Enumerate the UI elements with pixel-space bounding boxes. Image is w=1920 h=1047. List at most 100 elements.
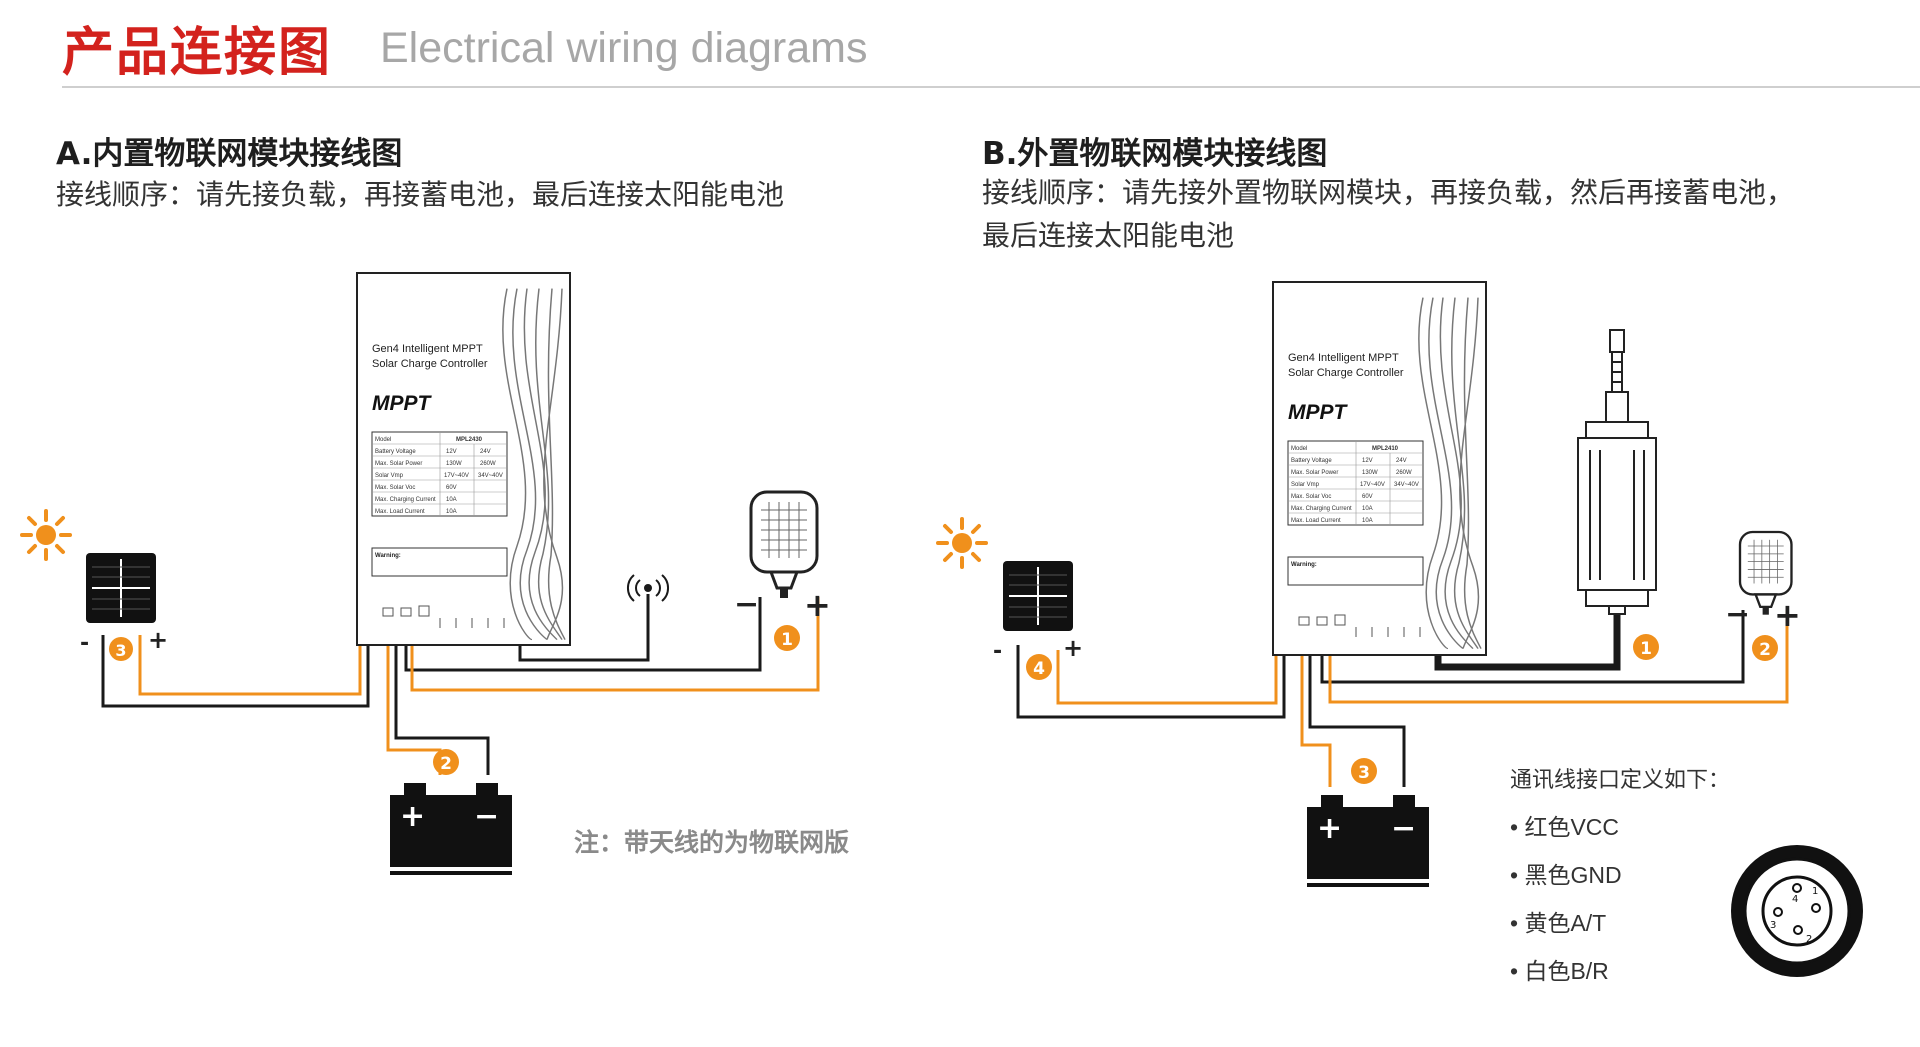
page-subtitle: Electrical wiring diagrams xyxy=(380,24,868,72)
spec-value: 10A xyxy=(446,497,457,503)
comm-interface-title: 通讯线接口定义如下： xyxy=(1510,768,1731,793)
section-b-wires xyxy=(1016,610,1789,787)
comm-item-at: • 黄色A/T xyxy=(1510,910,1607,936)
sun-icon xyxy=(20,509,72,561)
svg-text:3: 3 xyxy=(115,641,126,660)
spec-label: Max. Load Current xyxy=(375,509,425,515)
svg-text:1: 1 xyxy=(781,630,793,650)
panel-plus-label: + xyxy=(148,626,168,654)
step-badge: 4 xyxy=(1026,654,1052,680)
iot-version-note: 注：带天线的为物联网版 xyxy=(574,828,850,857)
load-minus-label: − xyxy=(1725,597,1750,632)
spec-value: 10A xyxy=(1362,506,1373,512)
spec-value: 60V xyxy=(446,485,457,491)
controller-a-port-icons xyxy=(382,605,505,628)
spec-value: 34V~40V xyxy=(1394,482,1419,488)
spec-label: Battery Voltage xyxy=(1291,458,1332,464)
battery-plus-label: + xyxy=(400,799,425,834)
section-b-title: B.外置物联网模块接线图 xyxy=(982,136,1328,172)
svg-text:1: 1 xyxy=(1640,639,1652,659)
page-title: 产品连接图 xyxy=(62,23,333,83)
spec-label: Battery Voltage xyxy=(375,449,416,455)
load-minus-label: − xyxy=(734,587,759,622)
spec-value: 17V~40V xyxy=(1360,482,1385,488)
section-b-description-line1: 接线顺序：请先接外置物联网模块，再接负载，然后再接蓄电池， xyxy=(982,176,1795,209)
spec-model: MPL2430 xyxy=(456,437,483,443)
controller-b-line1: Gen4 Intelligent MPPT xyxy=(1288,352,1399,364)
spec-value: 17V~40V xyxy=(444,473,469,479)
svg-text:4: 4 xyxy=(1033,659,1045,679)
spec-model: MPL2410 xyxy=(1372,446,1399,452)
svg-text:2: 2 xyxy=(1759,640,1771,660)
connector-pin-label: 2 xyxy=(1806,934,1812,945)
controller-a-warning-box xyxy=(371,547,508,577)
iot-module-icon xyxy=(1577,329,1657,615)
svg-text:3: 3 xyxy=(1358,763,1370,783)
controller-a: Gen4 Intelligent MPPT Solar Charge Contr… xyxy=(356,272,571,646)
load-plus-label: + xyxy=(804,586,831,624)
comm-item-vcc: • 红色VCC xyxy=(1510,814,1620,840)
section-b-description: 接线顺序：请先接外置物联网模块，再接负载，然后再接蓄电池， 最后连接太阳能电池 xyxy=(982,171,1794,257)
controller-b-line2: Solar Charge Controller xyxy=(1288,367,1404,379)
controller-b-spec-table: Model Battery Voltage Max. Solar Power S… xyxy=(1287,440,1424,526)
step-badge: 1 xyxy=(774,625,800,651)
comm-item-br: • 白色B/R xyxy=(1510,958,1609,984)
connector-pin-label: 1 xyxy=(1812,886,1818,897)
spec-value: 260W xyxy=(1396,470,1412,476)
controller-b: Gen4 Intelligent MPPT Solar Charge Contr… xyxy=(1272,281,1487,656)
step-badge: 3 xyxy=(109,637,133,661)
step-badge: 2 xyxy=(1752,635,1778,661)
controller-a-line2: Solar Charge Controller xyxy=(372,358,488,370)
spec-value: 130W xyxy=(446,461,462,467)
header-divider xyxy=(62,86,1920,88)
battery-minus-label: − xyxy=(474,799,499,834)
connector-pin-label: 3 xyxy=(1770,920,1776,931)
section-b-diagram: - + Gen4 Intelligent MPPT Solar Charge C… xyxy=(936,281,1863,977)
section-a-title: A.内置物联网模块接线图 xyxy=(56,136,403,172)
spec-value: 24V xyxy=(480,449,491,455)
section-a-diagram: - + Gen4 Intelligent MPPT Solar Charge C… xyxy=(20,272,831,875)
spec-value: 24V xyxy=(1396,458,1407,464)
spec-label: Max. Solar Voc xyxy=(375,485,415,491)
section-b-description-line2: 最后连接太阳能电池 xyxy=(982,219,1235,252)
spec-label: Solar Vmp xyxy=(375,473,404,479)
step-badge: 3 xyxy=(1351,758,1377,784)
step-badge: 2 xyxy=(433,749,459,775)
spec-value: 12V xyxy=(446,449,457,455)
spec-label: Max. Solar Power xyxy=(375,461,422,467)
panel-minus-label: - xyxy=(993,639,1002,664)
battery-plus-label: + xyxy=(1317,811,1342,846)
spec-label: Model xyxy=(375,437,391,443)
solar-panel-icon xyxy=(85,552,157,624)
load-plus-label: + xyxy=(1774,596,1801,634)
spec-label: Model xyxy=(1291,446,1307,452)
spec-label: Max. Charging Current xyxy=(375,497,436,503)
controller-b-warning-box xyxy=(1287,556,1424,586)
step-badge: 1 xyxy=(1633,634,1659,660)
controller-a-line1: Gen4 Intelligent MPPT xyxy=(372,343,483,355)
spec-value: 260W xyxy=(480,461,496,467)
controller-b-warning: Warning: xyxy=(1291,562,1317,568)
controller-a-spec-table: Model Battery Voltage Max. Solar Power S… xyxy=(371,431,508,517)
battery-minus-label: − xyxy=(1391,811,1416,846)
section-a-description: 接线顺序：请先接负载，再接蓄电池，最后连接太阳能电池 xyxy=(56,178,785,211)
controller-a-warning: Warning: xyxy=(375,553,401,559)
spec-label: Max. Solar Power xyxy=(1291,470,1338,476)
controller-b-brand: MPPT xyxy=(1288,401,1349,424)
spec-value: 12V xyxy=(1362,458,1373,464)
solar-panel-icon xyxy=(1002,560,1074,632)
spec-value: 60V xyxy=(1362,494,1373,500)
connector-icon: 1 2 3 4 xyxy=(1731,845,1863,977)
street-lamp-icon xyxy=(749,490,819,600)
spec-label: Max. Load Current xyxy=(1291,518,1341,524)
svg-text:2: 2 xyxy=(440,754,452,774)
controller-b-port-icons xyxy=(1298,614,1421,637)
spec-label: Solar Vmp xyxy=(1291,482,1320,488)
panel-minus-label: - xyxy=(80,631,89,656)
controller-a-brand: MPPT xyxy=(372,392,433,415)
sun-icon xyxy=(936,517,988,569)
spec-value: 10A xyxy=(446,509,457,515)
panel-plus-label: + xyxy=(1063,634,1083,662)
section-a-wires xyxy=(101,597,820,775)
